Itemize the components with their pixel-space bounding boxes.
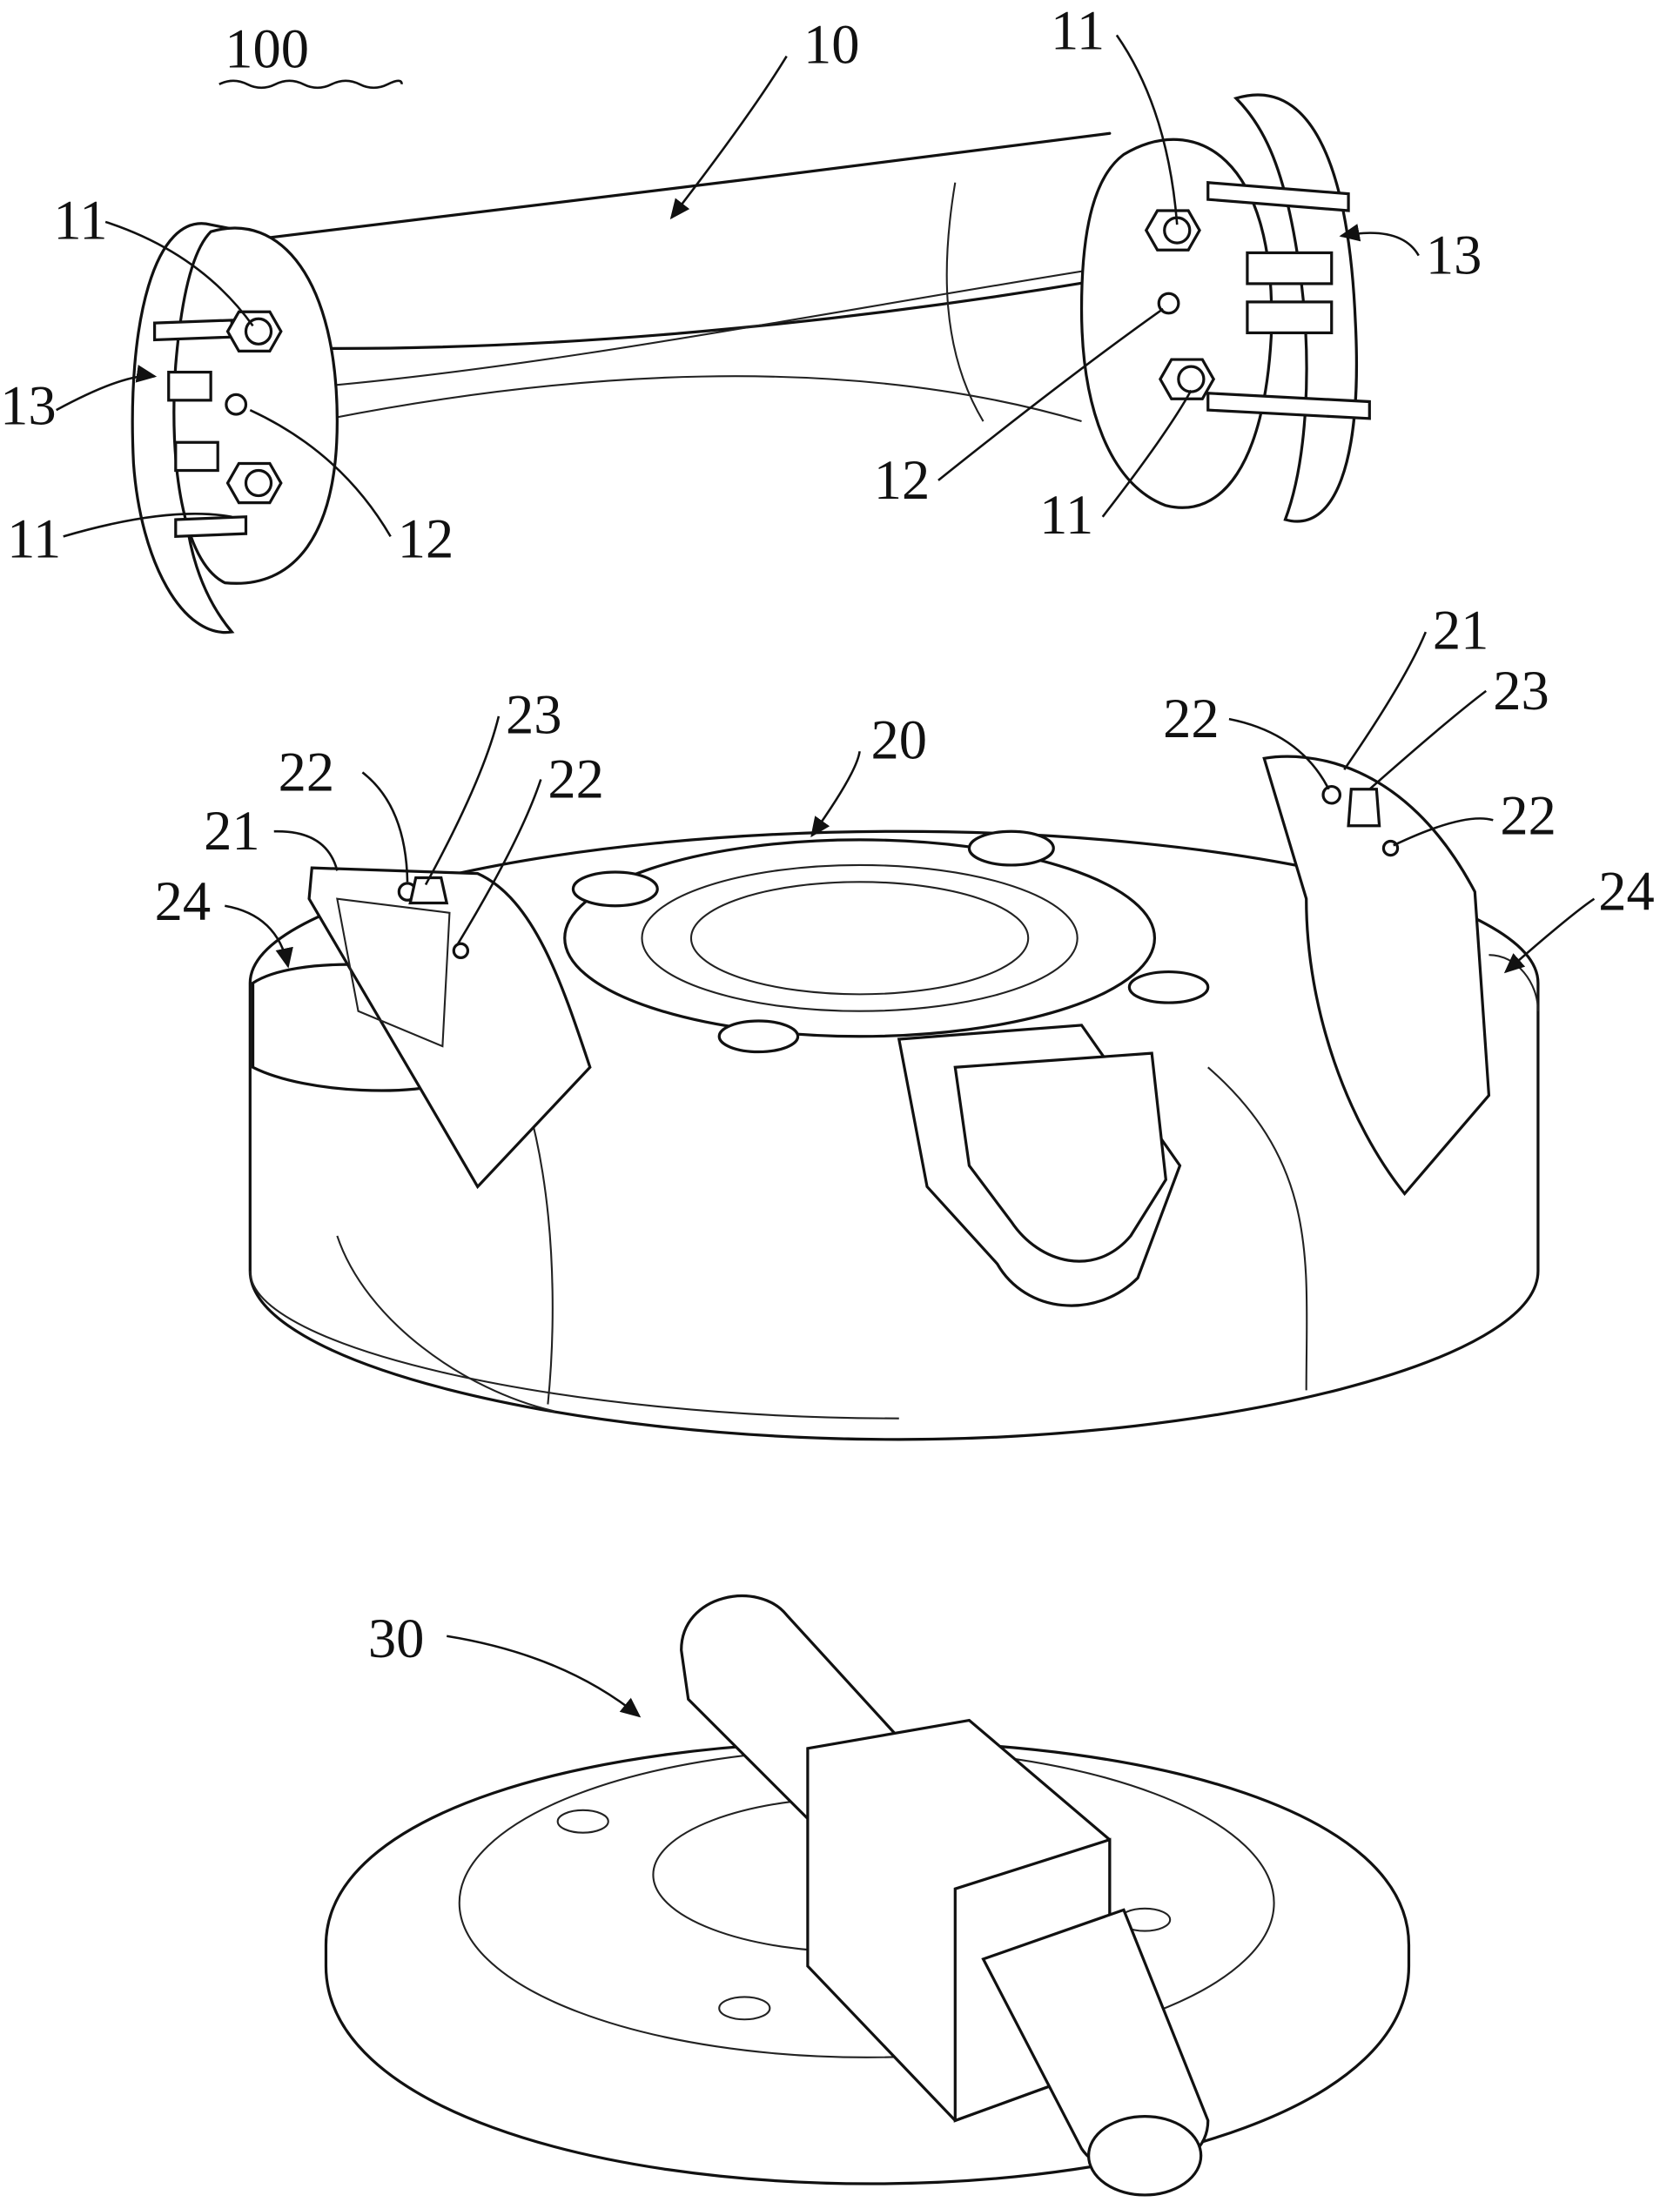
- leader-line-13: [1341, 233, 1419, 256]
- reference-label-10: 10: [803, 13, 860, 76]
- reference-label-21: 21: [204, 799, 260, 862]
- leader-line-23: [426, 716, 499, 885]
- leader-line-30: [447, 1636, 639, 1716]
- reference-label-11: 11: [7, 507, 61, 570]
- reference-label-13: 13: [1426, 224, 1482, 286]
- assembly-label-100: 100: [225, 17, 309, 79]
- leader-line-20: [812, 751, 860, 836]
- handle-part-10: [132, 95, 1369, 633]
- suction-cup-part-30: [326, 1596, 1408, 2195]
- reference-label-23: 23: [506, 682, 562, 745]
- leader-line-21: [274, 831, 338, 870]
- reference-label-12: 12: [874, 448, 931, 511]
- reference-label-20: 20: [870, 708, 927, 770]
- reference-label-21: 21: [1433, 598, 1489, 661]
- reference-label-11: 11: [1051, 0, 1105, 61]
- reference-label-30: 30: [368, 1607, 425, 1669]
- reference-label-22: 22: [1163, 687, 1220, 749]
- reference-label-24: 24: [155, 869, 212, 932]
- reference-label-22: 22: [1500, 783, 1556, 846]
- reference-label-23: 23: [1493, 659, 1549, 722]
- leader-line-22: [362, 772, 407, 882]
- reference-label-22: 22: [548, 747, 604, 809]
- underline-wave: [219, 81, 402, 88]
- reference-label-12: 12: [398, 507, 454, 570]
- leader-line-21: [1344, 632, 1426, 769]
- leader-line-24: [1506, 899, 1595, 972]
- reference-label-11: 11: [1039, 483, 1093, 546]
- base-part-20: [250, 756, 1538, 1440]
- reference-label-22: 22: [279, 740, 335, 802]
- reference-label-11: 11: [53, 188, 107, 251]
- reference-label-24: 24: [1598, 860, 1655, 923]
- leader-line-10: [671, 57, 786, 218]
- reference-label-13: 13: [0, 373, 57, 436]
